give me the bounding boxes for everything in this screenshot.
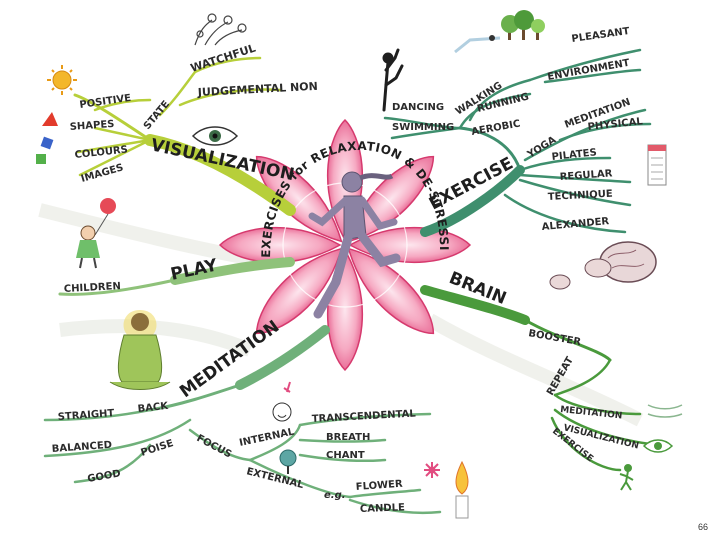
- ex-aerobic: AEROBIC: [471, 119, 522, 138]
- med-focus: FOCUS: [195, 433, 234, 461]
- tree-sprout-icon: [194, 13, 247, 46]
- med-candle: CANDLE: [360, 502, 405, 515]
- med-internal: INTERNAL: [238, 426, 296, 449]
- flower-icon: [424, 462, 440, 478]
- ex-regular: REGULAR: [559, 168, 613, 183]
- eye-icon: [191, 126, 239, 146]
- sun-icon: [47, 65, 77, 95]
- med-good: GOOD: [87, 468, 122, 485]
- walking-figure-icon: [619, 464, 634, 491]
- dancer-icon: [382, 48, 404, 112]
- viz-state: STATE: [142, 99, 172, 132]
- med-external: EXTERNAL: [245, 466, 305, 491]
- shapes-icon: [36, 112, 58, 164]
- ex-technique: TECHNIQUE: [548, 189, 614, 203]
- brain-eye-icon: [642, 439, 674, 453]
- viz-images: IMAGES: [80, 162, 125, 185]
- buddha-icon: [109, 310, 171, 390]
- viz-shapes: SHAPES: [69, 119, 114, 133]
- candle-icon: [455, 460, 469, 519]
- viz-positive: POSITIVE: [79, 93, 132, 111]
- med-back: BACK: [137, 401, 170, 415]
- med-flower: FLOWER: [355, 479, 403, 493]
- brain-icon: [549, 241, 657, 290]
- page-number: 66: [697, 522, 708, 532]
- main-branches: [43, 48, 652, 515]
- ex-pleasant: PLEASANT: [571, 26, 631, 45]
- face-icon: [272, 381, 292, 422]
- globe-icon: [279, 449, 297, 474]
- med-balanced: BALANCED: [51, 440, 112, 455]
- med-breath: BREATH: [326, 432, 370, 443]
- eyelids-icon: [647, 404, 683, 418]
- runner-figure: [308, 171, 401, 319]
- ex-pilates: PILATES: [551, 147, 597, 163]
- trees-icon: [454, 10, 545, 54]
- child-with-balloon-icon: [76, 198, 116, 269]
- ex-swimming: SWIMMING: [392, 122, 454, 133]
- viz-colours: COLOURS: [74, 144, 128, 161]
- viz-judgemental-non: JUDGEMENTAL NON: [196, 80, 318, 99]
- med-eg: e.g.: [324, 490, 346, 501]
- play-children: CHILDREN: [64, 281, 122, 295]
- med-chant: CHANT: [326, 450, 365, 461]
- med-straight: STRAIGHT: [57, 408, 114, 423]
- ex-dancing: DANCING: [392, 102, 444, 113]
- brain-booster: BOOSTER: [527, 328, 582, 348]
- calendar-icon: [647, 144, 667, 186]
- med-transcendental: TRANSCENDENTAL: [312, 409, 417, 425]
